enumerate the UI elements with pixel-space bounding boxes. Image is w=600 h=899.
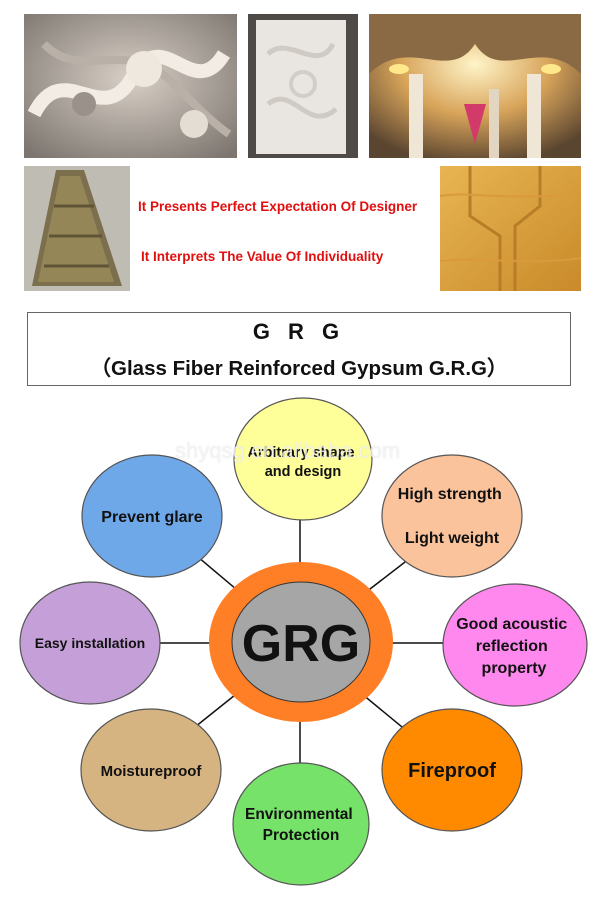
bubble-acoustic-line2: reflection bbox=[476, 638, 548, 655]
white-carved-panel-photo bbox=[248, 14, 358, 158]
bubble-moistureproof: Moistureproof bbox=[80, 708, 222, 832]
bubble-arbitrary-shape: Arbitrary shape and design bbox=[233, 397, 373, 521]
bubble-installation-label: Easy installation bbox=[35, 635, 145, 651]
feature-diagram: Arbitrary shape and design High strength… bbox=[19, 397, 588, 886]
carved-slab-photo bbox=[24, 166, 130, 291]
bubble-arbitrary-shape-circle bbox=[233, 397, 373, 521]
svg-text:Good acoustic reflection: Good acoustic reflection property bbox=[456, 616, 572, 677]
center-core bbox=[231, 581, 371, 703]
dragon-relief-photo bbox=[24, 14, 237, 158]
title-box: G R G （Glass Fiber Reinforced Gypsum G.R… bbox=[27, 312, 571, 386]
page-subtitle: （Glass Fiber Reinforced Gypsum G.R.G） bbox=[90, 357, 508, 380]
lit-ceiling-hall-photo bbox=[369, 14, 581, 158]
wood-texture-panel-photo bbox=[440, 166, 581, 291]
svg-text:High strength Light weig: High strength Light weight bbox=[398, 486, 506, 547]
bubble-acoustic-circle bbox=[442, 583, 588, 707]
bubble-acoustic-line3: property bbox=[482, 660, 547, 677]
bubble-easy-installation-circle bbox=[19, 581, 161, 705]
bubble-fireproof-label: Fireproof bbox=[408, 760, 496, 782]
tagline-individuality: It Interprets The Value Of Individuality bbox=[141, 249, 384, 264]
bubble-glare-label: Prevent glare bbox=[101, 509, 202, 526]
bubble-easy-installation: Easy installation bbox=[19, 581, 161, 705]
bubble-strength-line1: High strength bbox=[398, 486, 502, 503]
svg-text:Environmental Protection: Environmental Protection bbox=[245, 806, 357, 844]
bubble-strength-line2: Light weight bbox=[405, 530, 500, 547]
bubble-arbitrary-line1: Arbitrary shape bbox=[247, 445, 354, 461]
center-label: GRG bbox=[242, 615, 360, 673]
watermark: shyqsg.en.alibaba.com bbox=[175, 438, 401, 463]
bubble-moistureproof-label: Moistureproof bbox=[101, 763, 203, 780]
bubble-environmental-line1: Environmental bbox=[245, 806, 353, 823]
bubble-environmental-line2: Protection bbox=[263, 827, 340, 844]
bubble-environmental: Environmental Protection bbox=[232, 762, 370, 886]
bubble-prevent-glare: Prevent glare bbox=[81, 454, 223, 578]
tagline-designer: It Presents Perfect Expectation Of Desig… bbox=[138, 199, 418, 214]
bubble-prevent-glare-circle bbox=[81, 454, 223, 578]
page-title: G R G bbox=[252, 319, 346, 344]
bubble-acoustic: Good acoustic reflection property bbox=[442, 583, 588, 707]
bubble-fireproof-circle bbox=[381, 708, 523, 832]
bubble-high-strength: High strength Light weight bbox=[381, 454, 523, 578]
center-grg: GRG bbox=[209, 562, 393, 722]
svg-text:Arbitrary shape and desi: Arbitrary shape and design bbox=[247, 445, 358, 480]
bubble-arbitrary-line2: and design bbox=[265, 464, 342, 480]
bubble-acoustic-line1: Good acoustic bbox=[456, 616, 567, 633]
bubble-moistureproof-circle bbox=[80, 708, 222, 832]
bubble-environmental-circle bbox=[232, 762, 370, 886]
bubble-high-strength-circle bbox=[381, 454, 523, 578]
bubble-fireproof: Fireproof bbox=[381, 708, 523, 832]
